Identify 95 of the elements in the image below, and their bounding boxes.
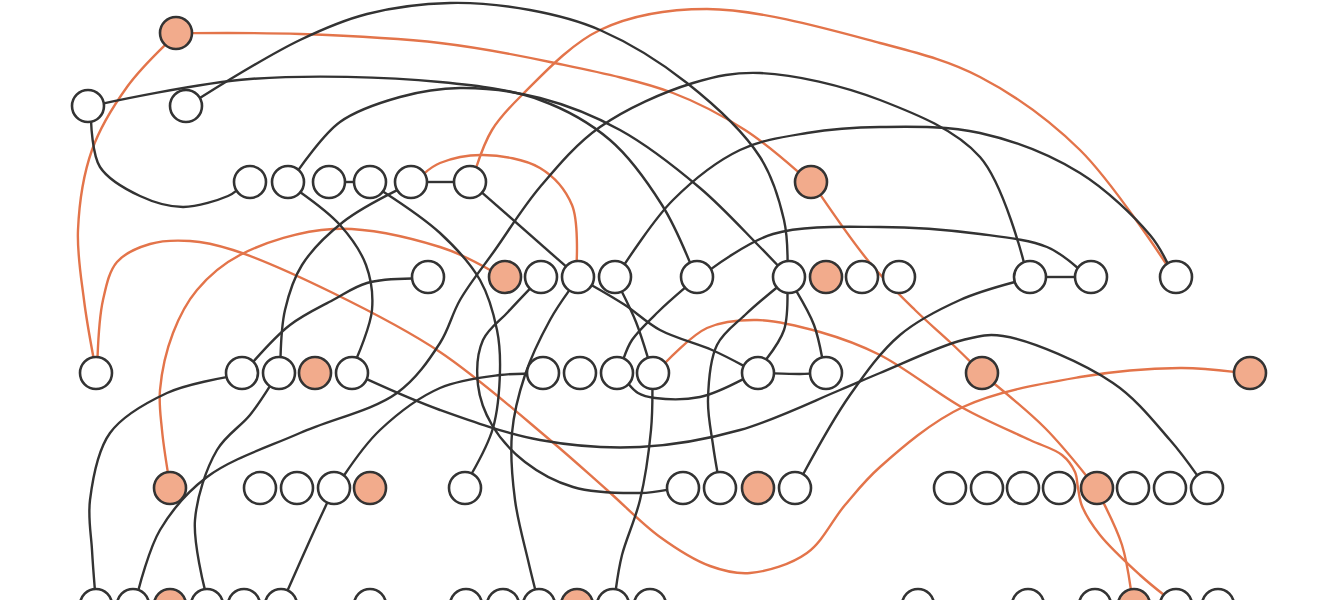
connector-line xyxy=(299,191,374,359)
connector-line xyxy=(614,389,654,590)
connector-line xyxy=(993,382,1088,477)
circle-node xyxy=(771,259,807,295)
circle-node xyxy=(261,355,297,391)
circle-node xyxy=(232,164,268,200)
connector-line xyxy=(76,44,167,358)
circle-node xyxy=(1041,470,1077,506)
connector-line xyxy=(765,292,789,361)
connector-line xyxy=(622,286,686,359)
circle-node xyxy=(279,470,315,506)
circle-node xyxy=(793,164,829,200)
connector-line xyxy=(802,280,1016,475)
connector-line xyxy=(623,125,1169,265)
connector-line xyxy=(475,7,1168,265)
circle-node xyxy=(311,164,347,200)
circle-node xyxy=(777,470,813,506)
circle-node xyxy=(242,470,278,506)
circle-node xyxy=(808,355,844,391)
circle-node xyxy=(297,355,333,391)
connector-line xyxy=(382,190,502,475)
circle-node xyxy=(447,470,483,506)
connector-line xyxy=(192,31,800,173)
connector-line xyxy=(297,86,779,267)
circle-node xyxy=(599,355,635,391)
connector-line xyxy=(627,378,744,401)
connector-line xyxy=(199,1,789,262)
circle-node xyxy=(158,15,194,51)
circle-node xyxy=(665,470,701,506)
circle-node xyxy=(270,164,306,200)
circle-node xyxy=(224,355,260,391)
circle-node xyxy=(334,355,370,391)
connector-line xyxy=(89,121,238,209)
circle-node xyxy=(1158,259,1194,295)
connector-line xyxy=(427,180,454,184)
circle-node xyxy=(1073,259,1109,295)
circle-node xyxy=(523,259,559,295)
connector-line xyxy=(1046,275,1075,279)
circle-node xyxy=(740,470,776,506)
circle-node xyxy=(702,470,738,506)
connector-line xyxy=(193,385,271,590)
connector-line xyxy=(710,225,1079,271)
connector-line xyxy=(96,239,1235,575)
connector-line xyxy=(137,71,1025,591)
circle-node xyxy=(562,355,598,391)
circle-node xyxy=(964,355,1000,391)
circle-node xyxy=(932,470,968,506)
circle-node xyxy=(844,259,880,295)
connector-line xyxy=(88,375,227,590)
circle-node xyxy=(1012,259,1048,295)
circle-node xyxy=(1189,470,1225,506)
circle-node xyxy=(597,259,633,295)
connector-line xyxy=(476,287,668,495)
circle-node xyxy=(560,259,596,295)
connector-line xyxy=(481,191,567,268)
circle-node xyxy=(1005,470,1041,506)
circle-node xyxy=(1115,470,1151,506)
connector-line xyxy=(510,289,571,590)
circle-node xyxy=(393,164,429,200)
circle-node xyxy=(1232,355,1268,391)
circle-node xyxy=(1152,470,1188,506)
connector-line xyxy=(1102,502,1133,590)
circle-node xyxy=(808,259,844,295)
connector-line xyxy=(103,75,692,264)
connector-line xyxy=(819,194,972,363)
circle-node xyxy=(352,470,388,506)
connector-line xyxy=(423,153,579,262)
circle-node xyxy=(740,355,776,391)
connector-line xyxy=(591,284,745,367)
circle-node xyxy=(452,164,488,200)
circle-node xyxy=(352,164,388,200)
circle-node xyxy=(70,88,106,124)
circle-node xyxy=(969,470,1005,506)
circle-node xyxy=(679,259,715,295)
connector-line xyxy=(620,290,650,359)
circle-node xyxy=(168,88,204,124)
connector-line xyxy=(773,372,811,376)
connector-line xyxy=(252,277,413,363)
circle-node xyxy=(635,355,671,391)
circle-node xyxy=(316,470,352,506)
connector-line xyxy=(706,286,778,473)
connector-line xyxy=(286,502,329,591)
connector-line xyxy=(158,227,492,473)
connector-line xyxy=(664,318,1165,596)
connector-line xyxy=(366,333,1199,477)
circle-node xyxy=(525,355,561,391)
circle-node xyxy=(1079,470,1115,506)
circle-node xyxy=(487,259,523,295)
circle-node xyxy=(152,470,188,506)
connector-line xyxy=(342,372,527,477)
circle-node xyxy=(881,259,917,295)
circle-node xyxy=(410,259,446,295)
connector-line xyxy=(795,290,824,358)
circle-node xyxy=(78,355,114,391)
connector-line xyxy=(279,189,398,358)
